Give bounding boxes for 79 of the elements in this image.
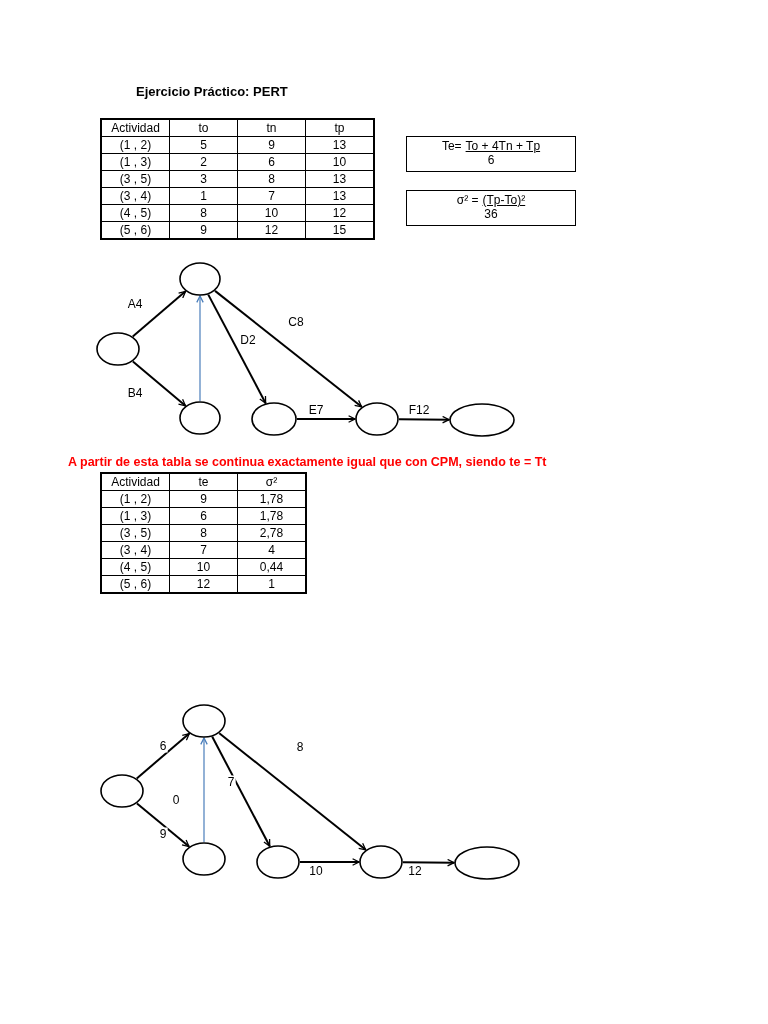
table-cell: (3 , 5) <box>101 170 170 188</box>
table-cell: 8 <box>169 524 238 542</box>
table-cell: 3 <box>169 170 238 188</box>
formula-box <box>406 190 576 226</box>
edge-label: E7 <box>307 403 325 417</box>
numerator-text: (Tp-To)² <box>482 193 526 207</box>
event-circle <box>182 842 226 876</box>
arrow <box>214 289 363 408</box>
table-cell: (1 , 3) <box>101 507 170 525</box>
event-circle <box>256 845 300 879</box>
arrow <box>196 295 204 402</box>
event-circle <box>454 846 520 880</box>
arrow <box>136 802 190 848</box>
table-cell: Actividad <box>101 119 170 137</box>
edge-label: 0 <box>171 793 181 807</box>
edge-label: 10 <box>308 864 324 878</box>
table-cell: 9 <box>169 490 238 508</box>
event-circle <box>251 402 297 436</box>
arrow <box>131 360 187 407</box>
arrow <box>207 293 267 405</box>
table-cell: 7 <box>169 541 238 559</box>
arrow <box>218 732 367 851</box>
table-cell: 1 <box>169 187 238 205</box>
arrow <box>211 735 271 848</box>
table-cell: 7 <box>237 187 306 205</box>
numerator-text: To + 4Tn + Tp <box>465 139 541 153</box>
event-circle <box>182 704 226 738</box>
table-cell: 10 <box>237 204 306 222</box>
table-cell: Actividad <box>101 473 170 491</box>
event-circle <box>359 845 403 879</box>
table-cell: (3 , 4) <box>101 541 170 559</box>
event-circle <box>100 774 144 808</box>
arrow <box>398 415 450 424</box>
table-cell: (1 , 2) <box>101 136 170 154</box>
event-circle <box>355 402 399 436</box>
table-cell: (3 , 5) <box>101 524 170 542</box>
table-cell: (3 , 4) <box>101 187 170 205</box>
arrow <box>296 415 356 423</box>
table-cell: te <box>169 473 238 491</box>
edge-label: D2 <box>239 333 257 347</box>
table-cell: 5 <box>169 136 238 154</box>
table-cell: 6 <box>237 153 306 171</box>
event-circle <box>179 401 221 435</box>
table-cell: (1 , 2) <box>101 490 170 508</box>
table-cell: (4 , 5) <box>101 558 170 576</box>
denominator-text: 6 <box>486 153 496 167</box>
table-cell: (1 , 3) <box>101 153 170 171</box>
event-circle <box>179 262 221 296</box>
table-cell: 6 <box>169 507 238 525</box>
event-circle <box>449 403 515 437</box>
edge-label: F12 <box>407 403 431 417</box>
formula-box <box>406 136 576 172</box>
arrow <box>135 732 191 780</box>
edge-label: 12 <box>407 864 423 878</box>
arrow <box>200 737 208 843</box>
arrow <box>402 858 455 867</box>
table-cell: 9 <box>237 136 306 154</box>
edge-label: 9 <box>158 827 168 841</box>
arrow <box>131 290 187 338</box>
table-cell: (4 , 5) <box>101 204 170 222</box>
formula-text: σ² = <box>456 193 479 207</box>
table-cell: 8 <box>237 170 306 188</box>
edge-label: A4 <box>126 297 144 311</box>
event-circle <box>96 332 140 366</box>
arrow <box>299 858 360 866</box>
title: Ejercicio Práctico: PERT <box>136 84 288 99</box>
table-cell: 10 <box>169 558 238 576</box>
edge-label: 7 <box>226 775 236 789</box>
table-cell: 8 <box>169 204 238 222</box>
table-cell: to <box>169 119 238 137</box>
table-cell: 2 <box>169 153 238 171</box>
edge-label: 6 <box>158 739 168 753</box>
edge-label: B4 <box>126 386 144 400</box>
edge-label: 8 <box>295 740 305 754</box>
formula-text: Te= <box>441 139 462 153</box>
denominator-text: 36 <box>483 207 499 221</box>
edge-label: C8 <box>287 315 305 329</box>
note-text: A partir de esta tabla se continua exactamente igual que con CPM, siendo te = Tt <box>68 455 547 469</box>
table-cell: tn <box>237 119 306 137</box>
